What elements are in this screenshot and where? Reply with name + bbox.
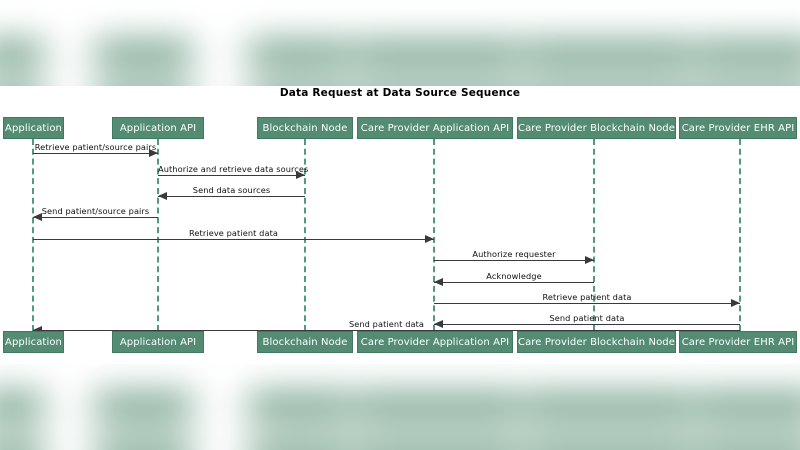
participant-label: Care Provider EHR API <box>681 336 795 348</box>
message-label-retrieve-patient-data-app: Retrieve patient data <box>188 228 278 238</box>
participant-footer-care-provider-application-api[interactable]: Care Provider Application API <box>357 331 513 353</box>
ghost-participant <box>248 394 351 420</box>
participant-header-care-provider-ehr-api[interactable]: Care Provider EHR API <box>679 117 797 139</box>
ghost-participant <box>94 394 193 420</box>
sequence-diagram-canvas: Data Request at Data Source Sequence App… <box>0 86 800 364</box>
lifeline-application-api <box>157 139 159 331</box>
lifeline-care-provider-ehr-api <box>739 139 741 331</box>
participant-label: Application API <box>119 122 197 134</box>
participant-label: Care Provider EHR API <box>681 122 795 134</box>
ghost-participant <box>354 443 520 450</box>
message-line-retrieve-patient-source-pairs <box>33 153 158 154</box>
message-label-authorize-and-retrieve-data-sources: Authorize and retrieve data sources <box>158 164 309 174</box>
ghost-participant <box>695 42 800 69</box>
message-line-send-patient-source-pairs <box>33 217 158 218</box>
message-line-retrieve-patient-data-ehr <box>434 303 740 304</box>
ghost-participant <box>248 42 351 69</box>
participant-footer-care-provider-blockchain-node[interactable]: Care Provider Blockchain Node <box>517 331 676 353</box>
participant-header-application[interactable]: Application <box>3 117 64 139</box>
ghost-participant <box>695 443 800 450</box>
participant-header-blockchain-node[interactable]: Blockchain Node <box>257 117 353 139</box>
message-arrowhead-retrieve-patient-data-ehr <box>731 299 740 308</box>
message-arrowhead-acknowledge <box>434 278 443 287</box>
message-line-send-data-sources <box>158 196 305 197</box>
message-arrowhead-send-patient-data-ehr <box>434 320 443 329</box>
message-label-retrieve-patient-source-pairs: Retrieve patient/source pairs <box>34 142 157 152</box>
participant-label: Care Provider Blockchain Node <box>518 122 675 134</box>
participant-header-care-provider-application-api[interactable]: Care Provider Application API <box>357 117 513 139</box>
message-label-send-patient-data-app: Send patient data <box>348 319 425 329</box>
ghost-participant <box>524 42 693 69</box>
message-arrowhead-authorize-and-retrieve-data-sources <box>296 171 305 180</box>
ghost-participant <box>94 443 193 450</box>
message-label-send-patient-source-pairs: Send patient/source pairs <box>41 206 150 216</box>
lifeline-application <box>32 139 34 331</box>
ghost-participant <box>0 443 44 450</box>
participant-label: Application <box>5 122 62 134</box>
participant-footer-application-api[interactable]: Application API <box>112 331 204 353</box>
message-label-acknowledge: Acknowledge <box>486 271 542 281</box>
message-arrowhead-retrieve-patient-source-pairs <box>149 149 158 158</box>
lifeline-care-provider-blockchain-node <box>593 139 595 331</box>
participant-label: Care Provider Application API <box>360 336 510 348</box>
message-arrowhead-send-patient-data-app <box>33 326 42 335</box>
message-line-send-patient-data-ehr <box>434 324 740 325</box>
ghost-participant <box>524 443 693 450</box>
blurred-bottom-band <box>0 364 800 450</box>
blur-bottom-content <box>0 364 800 450</box>
message-arrowhead-send-data-sources <box>158 192 167 201</box>
message-arrowhead-retrieve-patient-data-app <box>425 235 434 244</box>
participant-footer-care-provider-ehr-api[interactable]: Care Provider EHR API <box>679 331 797 353</box>
ghost-participant <box>695 394 800 420</box>
participant-footer-application[interactable]: Application <box>3 331 64 353</box>
blur-top-content <box>0 0 800 86</box>
participant-footer-blockchain-node[interactable]: Blockchain Node <box>257 331 353 353</box>
participant-header-application-api[interactable]: Application API <box>112 117 204 139</box>
blurred-top-band <box>0 0 800 86</box>
message-line-send-patient-data-app <box>33 330 740 331</box>
participant-header-care-provider-blockchain-node[interactable]: Care Provider Blockchain Node <box>517 117 676 139</box>
ghost-participant <box>354 394 520 420</box>
participant-label: Care Provider Application API <box>360 122 510 134</box>
ghost-participant <box>524 394 693 420</box>
ghost-participant <box>94 42 193 69</box>
message-arrowhead-authorize-requester <box>585 256 594 265</box>
lifeline-care-provider-application-api <box>433 139 435 331</box>
message-line-authorize-requester <box>434 260 594 261</box>
message-line-authorize-and-retrieve-data-sources <box>158 175 305 176</box>
blur-bottom-backdrop <box>0 364 800 450</box>
message-label-authorize-requester: Authorize requester <box>472 249 556 259</box>
participant-label: Application <box>5 336 62 348</box>
message-line-acknowledge <box>434 282 594 283</box>
lifeline-blockchain-node <box>304 139 306 331</box>
message-arrowhead-send-patient-source-pairs <box>33 213 42 222</box>
participant-label: Blockchain Node <box>262 122 348 134</box>
participant-label: Care Provider Blockchain Node <box>518 336 675 348</box>
diagram-title: Data Request at Data Source Sequence <box>279 87 521 99</box>
message-label-send-patient-data-ehr: Send patient data <box>549 313 625 323</box>
participant-label: Application API <box>119 336 197 348</box>
participant-label: Blockchain Node <box>262 336 348 348</box>
ghost-participant <box>0 42 44 69</box>
ghost-participant <box>354 42 520 69</box>
blur-top-backdrop <box>0 0 800 86</box>
message-label-retrieve-patient-data-ehr: Retrieve patient data <box>542 292 632 302</box>
ghost-participant <box>248 443 351 450</box>
ghost-participant <box>0 394 44 420</box>
message-line-retrieve-patient-data-app <box>33 239 434 240</box>
message-label-send-data-sources: Send data sources <box>192 185 271 195</box>
